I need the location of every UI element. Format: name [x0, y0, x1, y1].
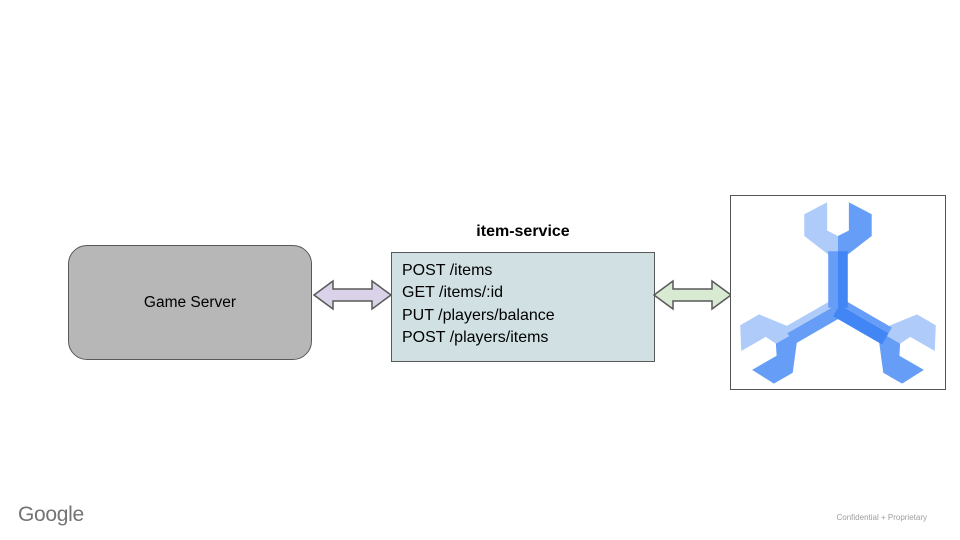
google-logo: Google	[18, 503, 84, 526]
spanner-image-box	[730, 195, 946, 390]
spanner-shaft-face	[784, 299, 837, 334]
game-server-label: Game Server	[143, 293, 237, 311]
spanner-shaft-face	[839, 299, 892, 334]
left-double-arrow	[313, 279, 392, 311]
game-server-box: Game Server	[68, 245, 312, 360]
left-double-arrow-shape	[313, 279, 392, 311]
spanner-head-face	[879, 334, 924, 384]
spanner-head-face	[752, 334, 797, 384]
spanner-arm-bottom-right	[833, 299, 936, 384]
spanner-head-face	[804, 202, 838, 255]
endpoint-line: POST /players/items	[402, 329, 549, 347]
spanner-shaft-face	[828, 251, 838, 308]
spanner-head-face	[884, 314, 936, 352]
right-double-arrow-shape	[653, 279, 732, 311]
item-service-box: POST /items GET /items/:id PUT /players/…	[391, 252, 655, 362]
spanner-head-face	[740, 314, 792, 352]
endpoint-line: PUT /players/balance	[402, 306, 555, 324]
endpoint-line: GET /items/:id	[402, 284, 504, 302]
spanner-arm-top	[804, 202, 872, 308]
spanner-head-face	[838, 202, 872, 255]
spanner-arm-bottom-left	[740, 299, 843, 384]
cloud-spanner-icon	[740, 202, 936, 384]
confidential-note: Confidential + Proprietary	[836, 513, 928, 522]
spanner-shaft-face	[833, 304, 889, 345]
right-double-arrow	[653, 279, 732, 311]
spanner-shaft-face	[787, 304, 843, 345]
spanner-shaft-face	[838, 251, 848, 308]
item-service-title: item-service	[476, 223, 570, 240]
endpoint-line: POST /items	[402, 262, 493, 279]
